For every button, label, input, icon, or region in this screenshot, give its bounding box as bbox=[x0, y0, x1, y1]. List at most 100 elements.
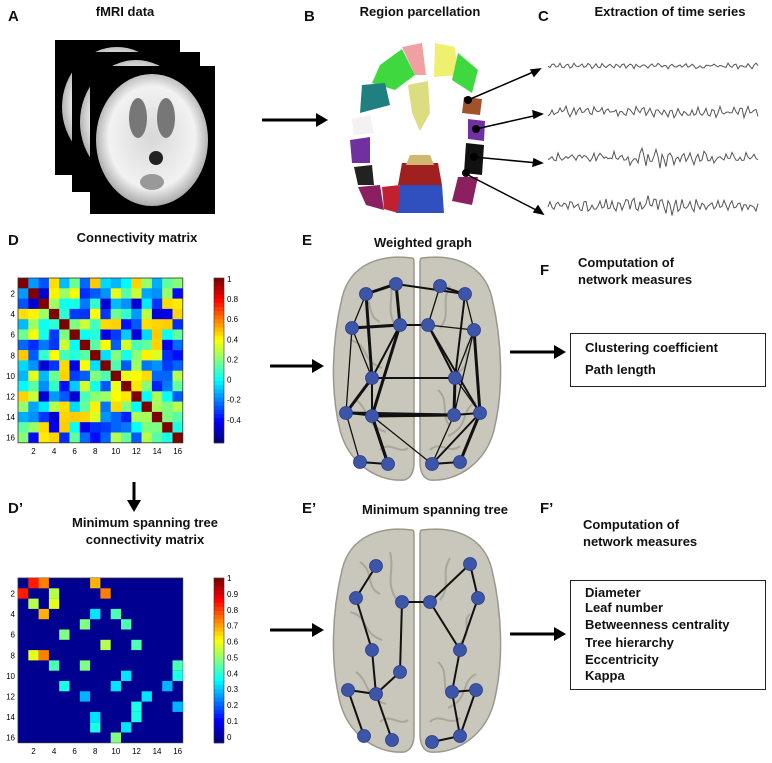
matrix-cell bbox=[48, 288, 60, 299]
matrix-cell bbox=[162, 319, 173, 330]
matrix-cell bbox=[100, 639, 111, 651]
colorbar-segment bbox=[214, 664, 224, 670]
panel-letter-d-prime: D’ bbox=[8, 500, 23, 517]
matrix-cell bbox=[110, 381, 122, 392]
matrix-cell bbox=[69, 339, 81, 351]
time-series-1 bbox=[547, 62, 759, 70]
colorbar-segment bbox=[214, 323, 224, 328]
colorbar-label: 0.6 bbox=[227, 315, 239, 324]
matrix-cell bbox=[48, 411, 60, 423]
matrix-cell bbox=[110, 308, 122, 320]
colorbar-segment bbox=[214, 619, 224, 624]
matrix-cell bbox=[172, 660, 183, 671]
matrix-cell bbox=[151, 288, 163, 299]
panel-title-weighted-graph: Weighted graph bbox=[374, 235, 472, 250]
x-tick-label: 2 bbox=[31, 747, 36, 756]
matrix-cell bbox=[59, 681, 70, 692]
graph-node bbox=[365, 409, 379, 423]
title-line-2: connectivity matrix bbox=[85, 532, 205, 547]
colorbar-segment bbox=[214, 660, 224, 666]
matrix-cell bbox=[131, 360, 142, 371]
matrix-cell bbox=[18, 278, 29, 289]
matrix-cell bbox=[18, 370, 29, 382]
graph-edge bbox=[345, 411, 455, 417]
x-tick-label: 14 bbox=[153, 747, 162, 756]
graph-edge bbox=[351, 327, 373, 379]
time-series-plots bbox=[547, 62, 759, 216]
colorbar-segment bbox=[214, 430, 224, 436]
graph-node bbox=[393, 318, 407, 332]
matrix-cell bbox=[141, 401, 153, 413]
panel-letter-f-prime: F’ bbox=[540, 500, 554, 517]
y-tick-label: 12 bbox=[6, 692, 15, 701]
graph-edge bbox=[458, 412, 482, 463]
matrix-cell bbox=[38, 608, 49, 620]
matrix-cell bbox=[69, 432, 81, 444]
graph-edge bbox=[451, 649, 461, 693]
matrix-cell bbox=[38, 650, 49, 661]
graph-node bbox=[423, 595, 437, 609]
matrix-cell bbox=[110, 350, 122, 361]
arrows-b-to-c bbox=[467, 68, 545, 216]
colorbar-segment bbox=[214, 290, 224, 295]
matrix-cell bbox=[110, 329, 122, 341]
matrix-cell bbox=[100, 298, 111, 310]
colorbar-segment bbox=[214, 582, 224, 587]
matrix-cell bbox=[28, 422, 39, 433]
matrix-cell bbox=[28, 578, 39, 589]
matrix-cell bbox=[141, 329, 153, 341]
matrix-cell bbox=[28, 411, 39, 423]
graph-node bbox=[357, 729, 371, 743]
matrix-cell bbox=[141, 381, 153, 392]
matrix-cell bbox=[48, 660, 60, 671]
matrix-cell bbox=[151, 391, 163, 402]
graph-node bbox=[453, 729, 467, 743]
colorbar-segment bbox=[214, 639, 224, 645]
matrix-cell bbox=[110, 411, 122, 423]
matrix-cell bbox=[48, 432, 60, 444]
graph-node bbox=[453, 455, 467, 469]
matrix-cell bbox=[38, 432, 50, 444]
y-tick-label: 10 bbox=[6, 372, 15, 381]
graph-node bbox=[341, 683, 355, 697]
matrix-cell bbox=[131, 391, 142, 402]
graph-node bbox=[425, 735, 439, 749]
graph-node bbox=[447, 408, 461, 422]
matrix-cell bbox=[48, 391, 60, 402]
brain-fold bbox=[429, 445, 461, 451]
x-tick-label: 14 bbox=[153, 447, 162, 456]
matrix-cell bbox=[79, 391, 91, 402]
matrix-cell bbox=[38, 578, 49, 589]
matrix-cell bbox=[69, 381, 81, 392]
matrix-cell bbox=[121, 339, 132, 351]
matrix-cell bbox=[121, 670, 132, 681]
graph-node bbox=[393, 665, 407, 679]
y-tick-label: 2 bbox=[11, 589, 16, 598]
matrix-cell bbox=[172, 360, 184, 371]
matrix-cell bbox=[59, 422, 70, 433]
colorbar-segment bbox=[214, 319, 224, 324]
matrix-cell bbox=[151, 401, 163, 413]
colorbar-segment bbox=[214, 348, 224, 353]
colorbar-segment bbox=[214, 413, 224, 419]
matrix-cell bbox=[90, 391, 101, 402]
matrix-cell bbox=[79, 381, 91, 392]
matrix-cell bbox=[48, 329, 60, 341]
title-line-1: Computation of bbox=[583, 517, 680, 532]
measure-eccentricity: Eccentricity bbox=[585, 652, 659, 667]
x-tick-label: 6 bbox=[72, 447, 77, 456]
matrix-cell bbox=[48, 381, 60, 392]
matrix-cell bbox=[141, 350, 153, 361]
y-tick-label: 4 bbox=[11, 310, 16, 319]
matrix-cell bbox=[38, 308, 50, 320]
graph-edge bbox=[459, 689, 477, 737]
matrix-cell bbox=[18, 339, 29, 351]
graph-edge bbox=[454, 293, 466, 379]
matrix-cell bbox=[79, 288, 91, 299]
matrix-cell bbox=[141, 339, 153, 351]
left-hemisphere-regions bbox=[350, 43, 426, 210]
graph-node bbox=[469, 683, 483, 697]
graph-node bbox=[471, 591, 485, 605]
graph-edge bbox=[453, 329, 475, 416]
graph-node bbox=[445, 685, 459, 699]
